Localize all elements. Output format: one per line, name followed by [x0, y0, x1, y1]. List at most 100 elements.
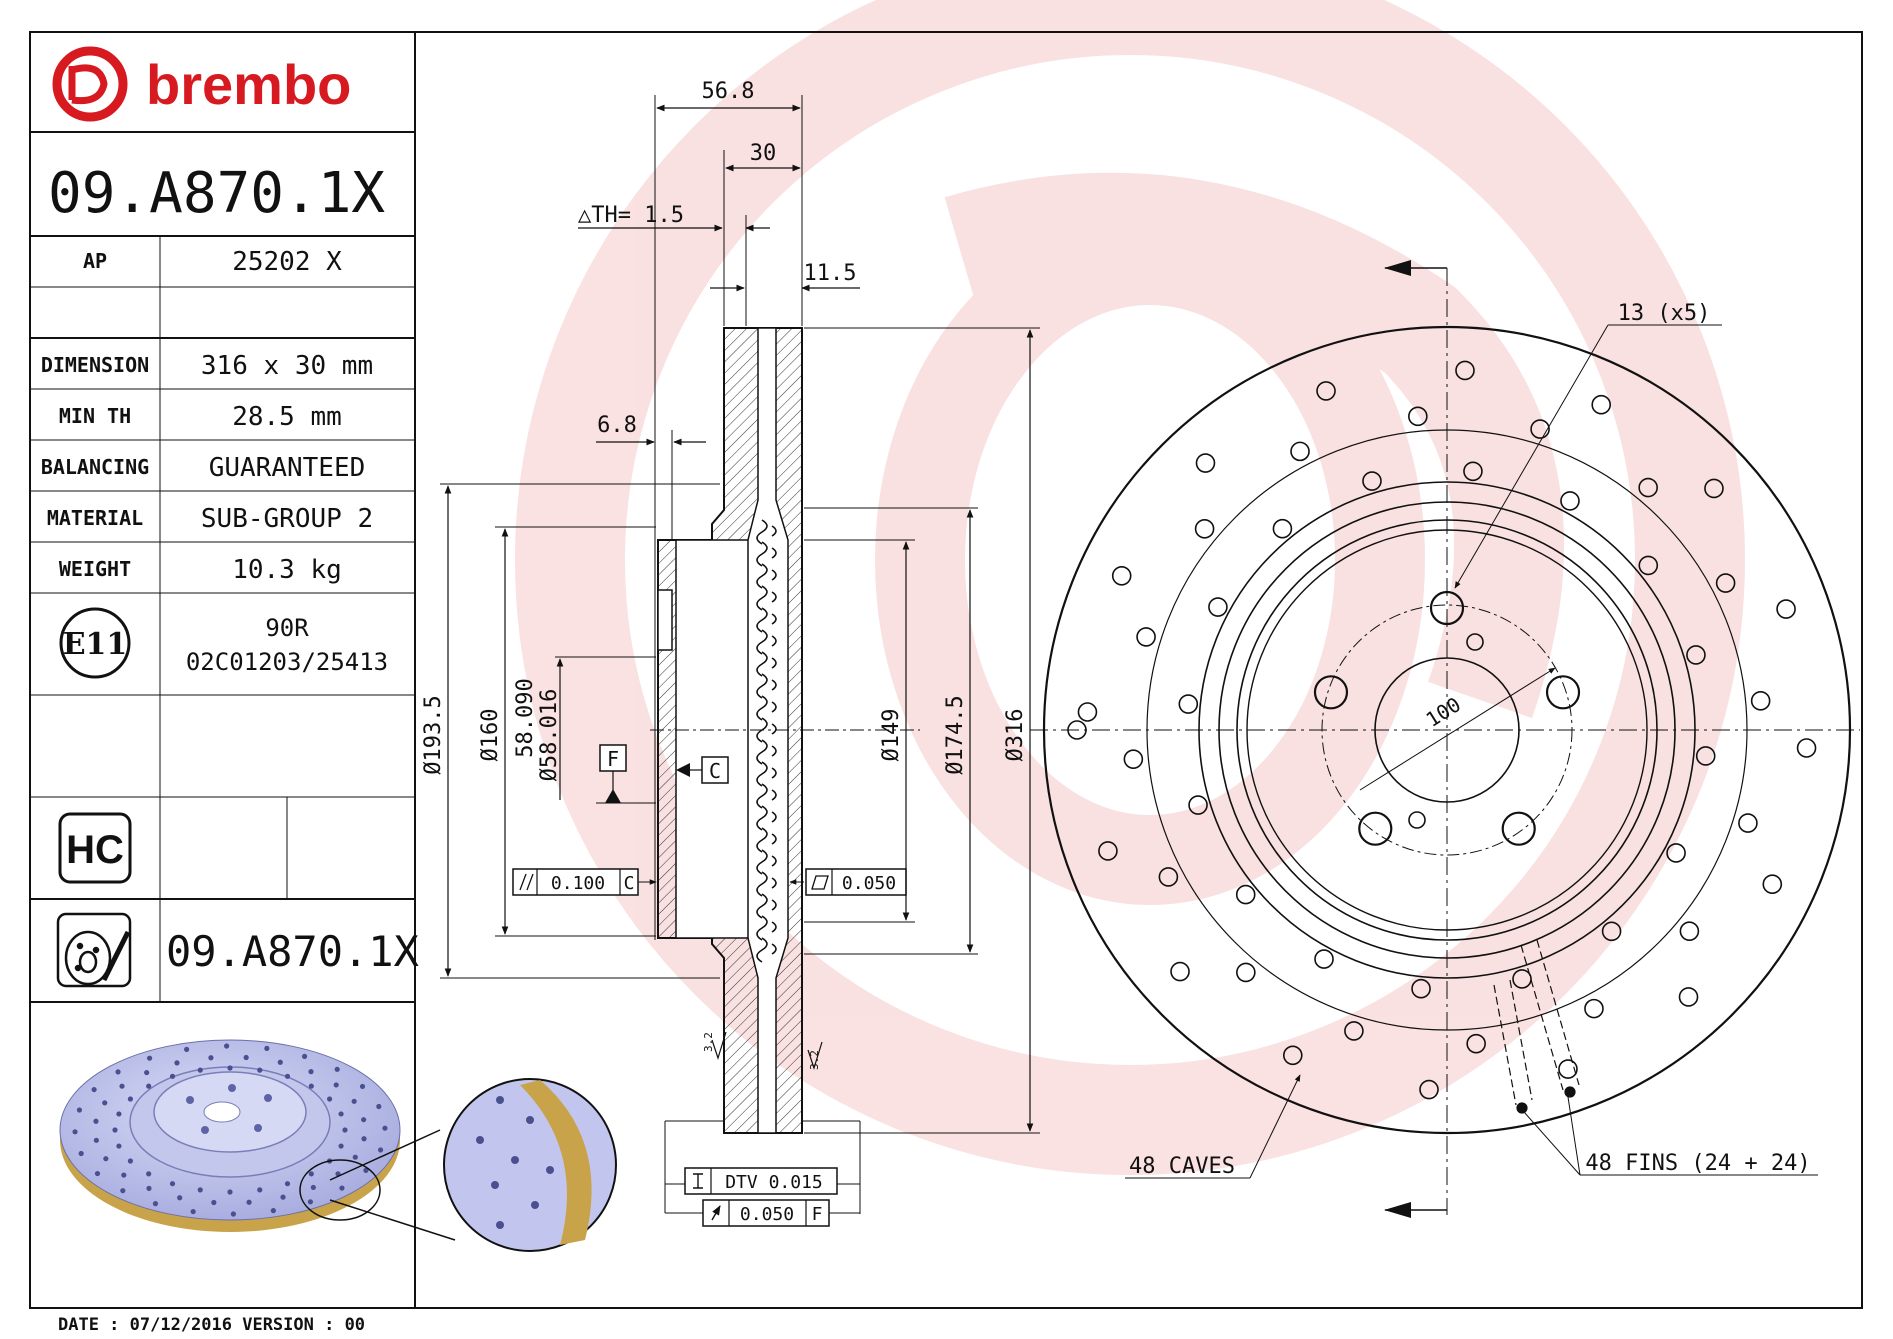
drill-hole	[1455, 360, 1475, 381]
drill-hole	[1208, 597, 1228, 617]
brembo-watermark	[515, 0, 1745, 1175]
render-drill-hole	[112, 1127, 118, 1133]
vent-fin	[771, 591, 777, 603]
render-drill-hole	[184, 1046, 190, 1052]
vent-fin	[756, 827, 768, 853]
render-drill-hole	[377, 1147, 384, 1153]
approval-code-2: 02C01203/25413	[186, 648, 388, 676]
hole-note: 13 (x5)	[1454, 301, 1722, 589]
fins-note-label: 48 FINS (24 + 24)	[1585, 1151, 1810, 1176]
runout-frame: 0.050 F	[664, 1184, 860, 1227]
vent-fin	[771, 943, 777, 955]
vent-fin	[771, 525, 777, 537]
vent-fin	[756, 651, 768, 677]
render-drill-hole	[257, 1187, 263, 1193]
e-mark-label: E11	[63, 627, 128, 662]
render-drill-hole	[270, 1208, 276, 1214]
render-drill-hole	[208, 1055, 214, 1061]
spec-label-weight: WEIGHT	[59, 557, 131, 581]
render-drill-hole	[102, 1100, 108, 1106]
ap-value: 25202 X	[232, 247, 342, 277]
datum-f: F	[596, 744, 656, 804]
render-drill-hole	[197, 1187, 203, 1193]
render-drill-hole	[326, 1096, 333, 1102]
vent-fin	[756, 739, 768, 765]
render-drill-hole	[76, 1107, 83, 1113]
render-drill-hole	[230, 1211, 236, 1217]
vent-fin	[756, 783, 768, 809]
drill-hole	[1776, 599, 1796, 619]
drill-hole	[1750, 691, 1771, 711]
drill-hole	[1111, 565, 1132, 586]
vent-fin	[756, 629, 768, 655]
dim-dia-58: 58.090 Ø58.016	[513, 656, 656, 800]
runout-value: 0.050	[740, 1204, 794, 1225]
render-drill-hole	[146, 1185, 152, 1191]
drill-hole	[1704, 478, 1724, 499]
lug-hole	[1545, 675, 1581, 710]
drilled-disc-icon	[56, 912, 132, 988]
vent-fin	[756, 585, 768, 611]
vent-fin	[771, 635, 777, 647]
drill-hole	[1558, 1059, 1578, 1079]
render-drill-hole	[197, 1067, 203, 1073]
vent-fin	[756, 563, 768, 589]
roughness-right: 3.2	[807, 1041, 823, 1070]
lug-hole	[1358, 811, 1393, 846]
drill-hole	[1796, 738, 1817, 758]
render-drill-hole	[361, 1117, 367, 1123]
render-drill-hole	[308, 1069, 314, 1075]
hc-badge: HC	[58, 812, 132, 884]
drill-hole	[1512, 969, 1532, 989]
spec-value-material: SUB-GROUP 2	[201, 504, 373, 534]
dim-thickness-label: 30	[750, 141, 777, 166]
render-drill-hole	[280, 1194, 286, 1200]
drill-hole	[1290, 441, 1310, 462]
dim-dia-149: Ø149	[804, 539, 915, 923]
vent-fin	[771, 745, 777, 757]
vent-fin	[756, 849, 768, 875]
dim-6-8-label: 6.8	[597, 413, 637, 438]
render-drill-hole	[359, 1083, 366, 1090]
vent-fin	[756, 607, 768, 633]
drill-hole	[1282, 1045, 1303, 1066]
vent-fin	[756, 695, 768, 721]
render-drill-hole	[257, 1067, 263, 1073]
drill-hole	[1463, 461, 1483, 482]
dia-58-090-label: 58.090	[513, 678, 538, 757]
dim-dia-193-5: Ø193.5	[421, 483, 720, 979]
render-drill-hole	[333, 1082, 339, 1088]
vent-fin	[771, 701, 777, 713]
dia-193-5-label: Ø193.5	[421, 695, 446, 774]
dim-11-5: 11.5	[710, 261, 860, 292]
pcd-label: 100	[1422, 692, 1465, 731]
render-drill-hole	[115, 1069, 121, 1075]
render-drill-hole	[352, 1154, 358, 1160]
vent-fin	[771, 899, 777, 911]
drill-hole	[1136, 627, 1156, 647]
front-view: 100 13 (x5) 48 CAVES 48 FINS (24	[1030, 260, 1860, 1218]
drill-hole	[1584, 998, 1604, 1019]
drill-hole	[1158, 867, 1179, 887]
section-arrow-top	[1384, 260, 1447, 276]
vent-fin	[756, 915, 768, 941]
render-drill-hole	[211, 1199, 217, 1206]
render-drill-hole	[339, 1185, 345, 1191]
drill-hole	[1695, 746, 1716, 766]
render-drill-hole	[146, 1171, 152, 1177]
hc-badge-label: HC	[66, 828, 124, 872]
datum-c-label: C	[709, 759, 721, 783]
drill-hole	[1560, 491, 1580, 511]
part-number-title: 09.A870.1X	[48, 161, 385, 226]
tol-flatness-frame: 0.050	[789, 868, 907, 896]
tol-flat-value: 0.050	[842, 873, 896, 894]
vent-fin	[771, 679, 777, 691]
vent-fin	[756, 871, 768, 897]
render-drill-hole	[91, 1086, 97, 1093]
vent-fin	[771, 833, 777, 845]
caves-note: 48 CAVES	[1125, 1074, 1301, 1179]
spec-label-dimension: DIMENSION	[41, 353, 149, 377]
render-drill-hole	[127, 1158, 134, 1164]
datum-c: C	[676, 756, 729, 784]
date-version-footer: DATE : 07/12/2016 VERSION : 00	[58, 1315, 365, 1335]
